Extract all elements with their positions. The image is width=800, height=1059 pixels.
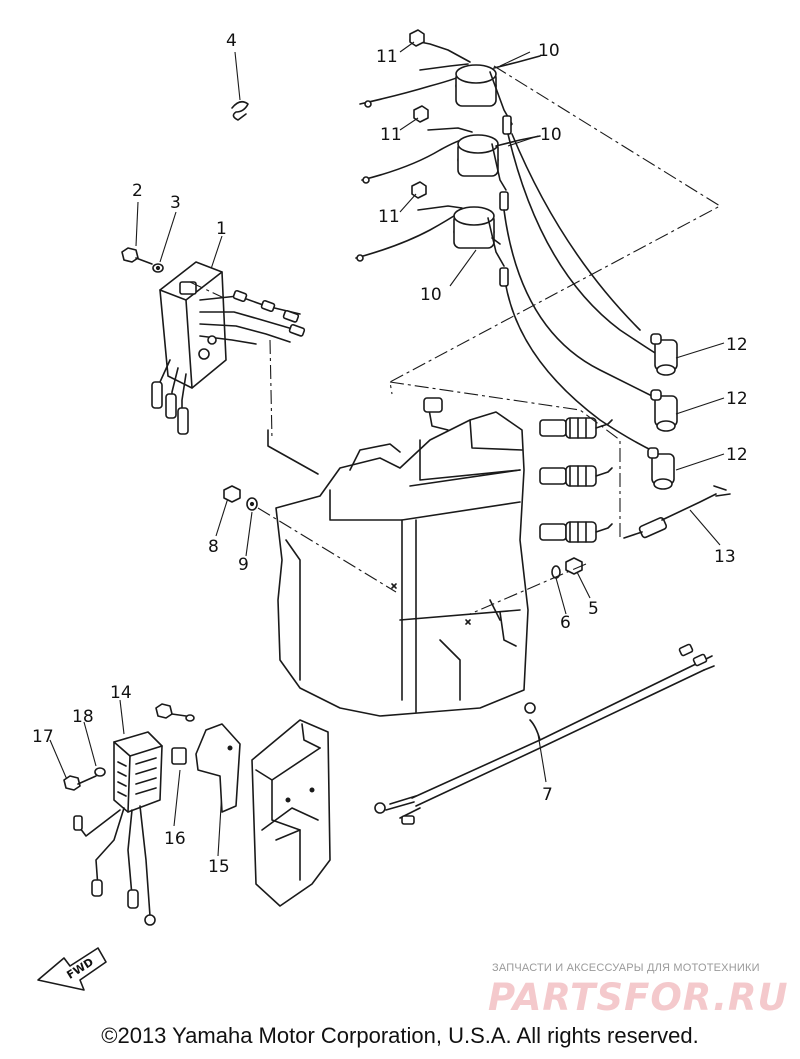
washer-part-18 [94, 767, 106, 777]
callout-12b: 12 [726, 389, 748, 409]
watermark-logo: PARTSFOR.RU [488, 976, 789, 1019]
callout-10c: 10 [420, 285, 442, 305]
high-tension-leads [503, 133, 661, 453]
fwd-arrow-icon: FWD [37, 947, 107, 991]
callout-2: 2 [132, 181, 143, 201]
engine-block [267, 397, 529, 717]
wire-harness [374, 643, 715, 825]
copyright-notice: ©2013 Yamaha Motor Corporation, U.S.A. A… [101, 1023, 699, 1048]
callout-18: 18 [72, 707, 94, 727]
spark-plugs [539, 417, 613, 543]
callout-15: 15 [208, 857, 230, 877]
ignition-coil-top [359, 39, 541, 135]
callout-6: 6 [560, 613, 571, 633]
callout-4: 4 [226, 31, 237, 51]
block-bolts [223, 485, 583, 579]
watermark-tagline: ЗАПЧАСТИ И АКСЕССУАРЫ ДЛЯ МОТОТЕХНИКИ [492, 962, 760, 974]
callout-10a: 10 [538, 41, 560, 61]
callout-10b: 10 [540, 125, 562, 145]
assembly-guide-lines [189, 65, 722, 615]
callout-7: 7 [542, 785, 553, 805]
callout-12c: 12 [726, 445, 748, 465]
callout-3: 3 [170, 193, 181, 213]
ignition-coil-middle [361, 127, 541, 211]
thermo-sensor [623, 485, 731, 539]
callout-8: 8 [208, 537, 219, 557]
mounting-plate [251, 719, 331, 907]
callout-11b: 11 [380, 125, 402, 145]
callout-5: 5 [588, 599, 599, 619]
coil-bolts [409, 29, 429, 199]
screw-part [121, 247, 153, 265]
callout-14: 14 [110, 683, 132, 703]
plug-caps [647, 333, 678, 490]
washer-part [152, 263, 164, 273]
callout-16: 16 [164, 829, 186, 849]
cdi-unit [151, 261, 306, 435]
callout-1: 1 [216, 219, 227, 239]
bracket-part-15 [155, 703, 241, 813]
bolt-part-17 [63, 775, 97, 791]
collar-part-16 [171, 747, 187, 765]
callout-17: 17 [32, 727, 54, 747]
callout-labels: 1 2 3 4 5 6 7 8 9 10 10 10 11 11 11 12 1… [32, 31, 748, 877]
callout-11a: 11 [376, 47, 398, 67]
callout-9: 9 [238, 555, 249, 575]
callout-13: 13 [714, 547, 736, 567]
clip-part [231, 100, 249, 121]
callout-12a: 12 [726, 335, 748, 355]
callout-11c: 11 [378, 207, 400, 227]
rectifier-regulator [73, 731, 163, 926]
leader-lines [49, 41, 725, 857]
ignition-coil-bottom [355, 205, 509, 287]
